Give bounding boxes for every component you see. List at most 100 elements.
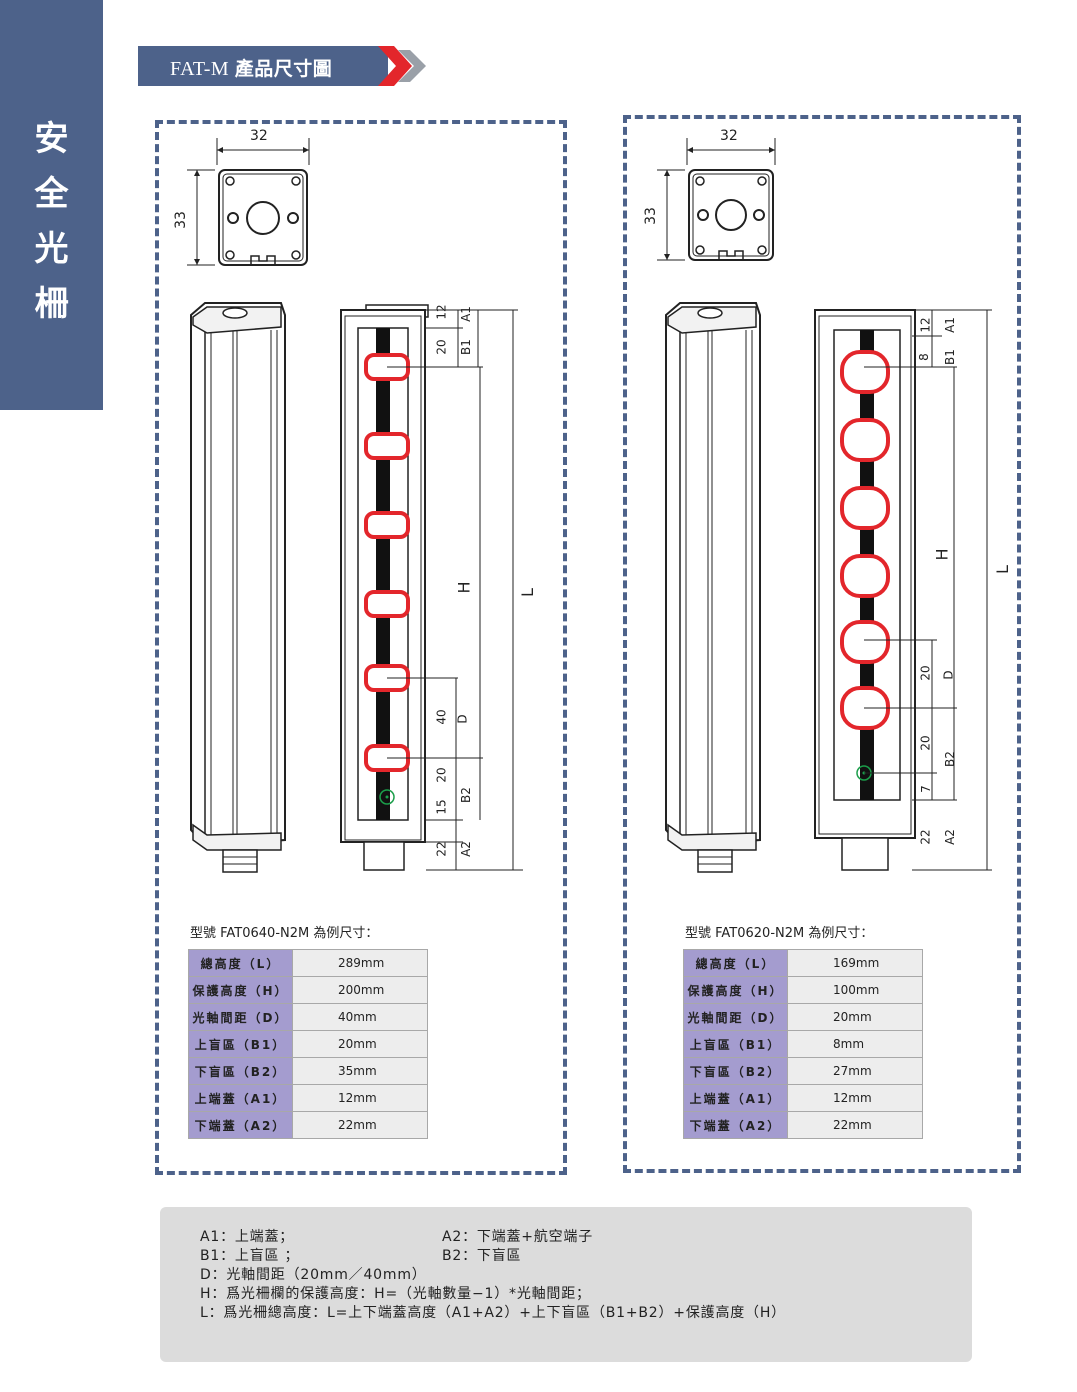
table-row: 保護高度（H）100mm [683, 976, 923, 1004]
right-dim-d-value: 20 [918, 665, 933, 681]
right-dim-a2-label: A2 [942, 829, 957, 845]
chevron-arrow-icon [378, 46, 426, 86]
table-row: 上盲區（B1）20mm [188, 1030, 428, 1058]
left-perspective-bar [190, 302, 286, 873]
spec-value: 40mm [292, 1003, 428, 1031]
note-d: D：光軸間距（20mm／40mm） [200, 1267, 427, 1283]
spec-key: 保護高度（H） [683, 976, 788, 1004]
right-dimension-panel [623, 115, 1021, 1173]
spec-key: 總高度（L） [683, 949, 788, 977]
spec-value: 35mm [292, 1057, 428, 1085]
left-dim-a2-label: A2 [458, 841, 473, 857]
right-perspective-bar [665, 302, 761, 873]
left-front-view-drawing [340, 304, 523, 871]
note-l: L：爲光柵總高度：L=上下端蓋高度（A1+A2）+上下盲區（B1+B2）+保護高… [200, 1305, 786, 1321]
spec-value: 20mm [292, 1030, 428, 1058]
spec-value: 22mm [787, 1111, 923, 1139]
right-dim-d-label: D [941, 670, 956, 680]
side-char-1: 安 [34, 119, 69, 159]
left-dim-h-label: H [454, 581, 474, 594]
spec-value: 22mm [292, 1111, 428, 1139]
spec-key: 上端蓋（A1） [683, 1084, 788, 1112]
right-top-height-label: 33 [642, 207, 659, 225]
left-dim-a2-value: 22 [434, 841, 449, 857]
left-dim-l-label: L [517, 588, 537, 597]
left-dim-d-value: 40 [434, 709, 449, 725]
left-dim-b2b-value: 15 [434, 799, 449, 815]
table-row: 下端蓋（A2）22mm [188, 1111, 428, 1139]
table-row: 光軸間距（D）20mm [683, 1003, 923, 1031]
note-a2: A2：下端蓋+航空端子 [442, 1229, 594, 1245]
spec-value: 8mm [787, 1030, 923, 1058]
spec-key: 上端蓋（A1） [188, 1084, 293, 1112]
left-dim-d-label: D [455, 714, 470, 724]
right-dim-h-label: H [932, 548, 952, 561]
spec-key: 下端蓋（A2） [683, 1111, 788, 1139]
left-top-width-label: 32 [250, 128, 268, 144]
left-dim-b2a-value: 20 [434, 767, 449, 783]
left-dim-b1-value: 20 [434, 339, 449, 355]
table-row: 光軸間距（D）40mm [188, 1003, 428, 1031]
table-row: 總高度（L）289mm [188, 949, 428, 977]
right-dim-b2-label: B2 [942, 751, 957, 767]
right-top-view-drawing [657, 138, 776, 261]
spec-key: 上盲區（B1） [683, 1030, 788, 1058]
side-category-label: 安 全 光 柵 [0, 112, 103, 332]
left-dim-b2-label: B2 [458, 787, 473, 803]
side-char-4: 柵 [34, 284, 69, 324]
note-h: H：爲光柵欄的保護高度：H=（光軸數量−1）*光軸間距； [200, 1286, 591, 1302]
table-row: 下盲區（B2）27mm [683, 1057, 923, 1085]
spec-value: 289mm [292, 949, 428, 977]
right-dim-b1-label: B1 [942, 349, 957, 365]
spec-value: 100mm [787, 976, 923, 1004]
spec-key: 光軸間距（D） [188, 1003, 293, 1031]
spec-key: 下盲區（B2） [683, 1057, 788, 1085]
spec-value: 12mm [292, 1084, 428, 1112]
model-name: FAT-M [170, 58, 230, 80]
spec-key: 保護高度（H） [188, 976, 293, 1004]
spec-key: 總高度（L） [188, 949, 293, 977]
left-table-caption: 型號 FAT0640-N2M 為例尺寸： [190, 926, 379, 941]
table-row: 上端蓋（A1）12mm [188, 1084, 428, 1112]
right-dim-l-label: L [992, 565, 1012, 574]
right-dim-b2a-value: 20 [918, 735, 933, 751]
right-table-caption: 型號 FAT0620-N2M 為例尺寸： [685, 926, 874, 941]
spec-value: 27mm [787, 1057, 923, 1085]
right-front-view-drawing [814, 309, 992, 871]
page-title: FAT-M 產品尺寸圖 [170, 54, 332, 81]
side-char-3: 光 [34, 229, 69, 269]
table-row: 總高度（L）169mm [683, 949, 923, 977]
left-dim-a1-value: 12 [434, 304, 449, 320]
right-spec-table: 總高度（L）169mm 保護高度（H）100mm 光軸間距（D）20mm 上盲區… [683, 949, 923, 1139]
side-char-2: 全 [34, 174, 69, 214]
page-title-banner: FAT-M 產品尺寸圖 [138, 46, 388, 86]
spec-value: 200mm [292, 976, 428, 1004]
spec-key: 下端蓋（A2） [188, 1111, 293, 1139]
table-row: 上端蓋（A1）12mm [683, 1084, 923, 1112]
note-a1: A1：上端蓋； [200, 1229, 295, 1245]
legend-notes-box: A1：上端蓋； A2：下端蓋+航空端子 B1：上盲區 ； B2：下盲區 D：光軸… [160, 1207, 972, 1362]
table-row: 上盲區（B1）8mm [683, 1030, 923, 1058]
table-row: 下盲區（B2）35mm [188, 1057, 428, 1085]
spec-value: 169mm [787, 949, 923, 977]
right-dim-b1-value: 8 [916, 353, 931, 361]
table-row: 保護高度（H）200mm [188, 976, 428, 1004]
spec-key: 下盲區（B2） [188, 1057, 293, 1085]
spec-value: 20mm [787, 1003, 923, 1031]
spec-key: 光軸間距（D） [683, 1003, 788, 1031]
note-b2: B2：下盲區 [442, 1248, 522, 1264]
right-dim-a1-label: A1 [942, 317, 957, 333]
table-row: 下端蓋（A2）22mm [683, 1111, 923, 1139]
right-top-width-label: 32 [720, 128, 738, 144]
right-dim-a2-value: 22 [918, 829, 933, 845]
title-text: 產品尺寸圖 [234, 58, 333, 80]
right-dim-b2b-value: 7 [918, 785, 933, 793]
left-spec-table: 總高度（L）289mm 保護高度（H）200mm 光軸間距（D）40mm 上盲區… [188, 949, 428, 1139]
left-dim-a1-label: A1 [458, 306, 473, 322]
left-dim-b1-label: B1 [458, 339, 473, 355]
note-b1: B1：上盲區 ； [200, 1248, 300, 1264]
spec-value: 12mm [787, 1084, 923, 1112]
right-dim-a1-value: 12 [918, 317, 933, 333]
left-top-view-drawing [187, 138, 310, 266]
left-top-height-label: 33 [172, 211, 189, 229]
